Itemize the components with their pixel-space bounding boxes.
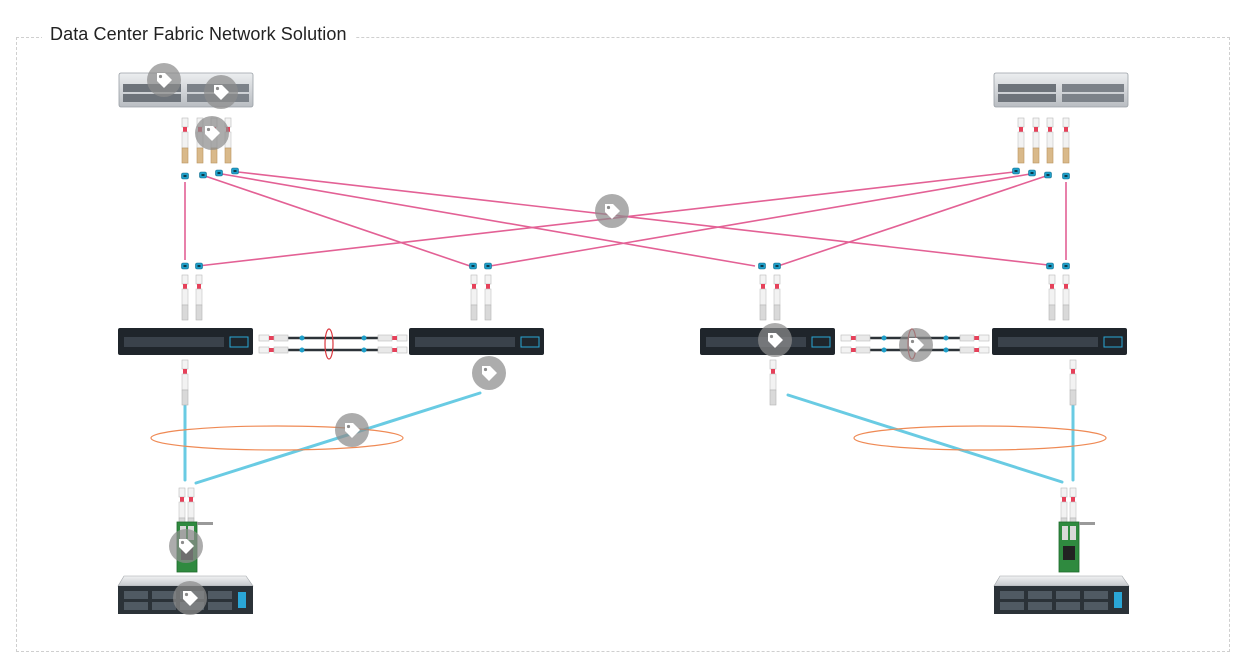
fiber-link [786,393,1064,484]
price-tag-icon[interactable] [335,413,369,447]
diagram-frame [16,37,1230,652]
nic-right [1058,521,1095,573]
transceiver-icon [769,359,777,406]
fiber-link [489,173,1031,267]
price-tag-icon[interactable] [147,63,181,97]
price-tag-icon[interactable] [195,116,229,150]
transceiver-icon [759,274,767,321]
leaf-uplink-connectors [181,262,1070,321]
mpo-connector-icon [1046,262,1054,270]
transceiver-icon [1069,359,1077,406]
spine-right-transceivers [1012,117,1070,180]
transceiver-icon [1048,274,1056,321]
transceiver-icon [470,274,478,321]
server-fiber-links [183,390,1075,485]
mpo-connector-icon [195,262,203,270]
transceiver-icon [1017,117,1025,164]
transceiver-icon [840,334,871,342]
mpo-connector-icon [181,262,189,270]
transceiver-icon [959,346,990,354]
transceiver-icon [773,274,781,321]
mpo-connector-icon [1012,167,1020,175]
spine-switch-right [993,72,1129,108]
mpo-connector-icon [1028,169,1036,177]
transceiver-icon [1032,117,1040,164]
transceiver-icon [1062,274,1070,321]
transceiver-icon [181,274,189,321]
leaf-switch-1 [118,328,253,355]
mpo-connector-icon [199,171,207,179]
transceiver-icon [195,274,203,321]
peer-link-left [258,328,408,360]
transceiver-icon [377,346,408,354]
fiber-link [777,175,1047,267]
mpo-connector-icon [1062,172,1070,180]
mpo-connector-icon [758,262,766,270]
transceiver-icon [484,274,492,321]
price-tag-icon[interactable] [173,581,207,615]
mpo-connector-icon [181,172,189,180]
transceiver-icon [1062,117,1070,164]
transceiver-icon [377,334,408,342]
price-tag-icon[interactable] [204,75,238,109]
leaf-switch-4 [992,328,1127,355]
transceiver-icon [258,334,289,342]
mpo-connector-icon [1062,262,1070,270]
transceiver-icon [181,359,189,406]
transceiver-icon [840,346,871,354]
price-tag-icon[interactable] [899,328,933,362]
transceiver-icon [258,346,289,354]
mpo-connector-icon [469,262,477,270]
transceiver-icon [959,334,990,342]
mpo-connector-icon [484,262,492,270]
mpo-connector-icon [1044,171,1052,179]
mpo-connector-icon [773,262,781,270]
mpo-connector-icon [231,167,239,175]
price-tag-icon[interactable] [758,323,792,357]
lag-ring-right [853,425,1107,451]
server-right [993,575,1130,614]
mpo-connector-icon [215,169,223,177]
leaf-switch-2 [409,328,544,355]
diagram-title: Data Center Fabric Network Solution [42,24,355,45]
price-tag-icon[interactable] [472,356,506,390]
fiber-link [204,175,471,267]
fiber-link [221,173,756,267]
price-tag-icon[interactable] [595,194,629,228]
price-tag-icon[interactable] [169,529,203,563]
mlag-ring [324,328,334,360]
fiber-link [237,171,1049,266]
lag-ring-left [150,425,404,451]
transceiver-icon [1046,117,1054,164]
transceiver-icon [181,117,189,164]
